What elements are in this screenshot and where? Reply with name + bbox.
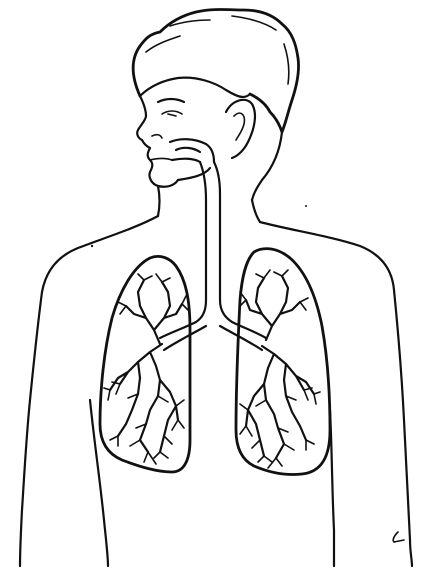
right-shoulder-arm	[260, 222, 412, 566]
oral-passage	[172, 159, 200, 162]
nostril	[152, 135, 162, 138]
back-of-head	[252, 132, 282, 200]
trachea-left-wall	[196, 162, 206, 322]
left-lung-outline	[100, 256, 190, 472]
ear-inner	[234, 113, 244, 140]
left-bronchial-tree	[110, 280, 182, 452]
head	[133, 10, 298, 201]
right-bronchial-tree	[246, 276, 314, 458]
eye	[162, 111, 182, 116]
body-outline	[20, 186, 412, 566]
right-lung	[236, 249, 330, 475]
mouth	[150, 159, 172, 161]
left-lung	[100, 256, 190, 472]
right-bronchial-twigs	[240, 270, 320, 468]
neck-front	[158, 186, 160, 216]
ear	[226, 100, 255, 158]
neck-back	[252, 200, 260, 222]
hairline	[140, 78, 250, 97]
airway	[160, 139, 266, 350]
mouth-hook	[176, 148, 200, 152]
trachea-right-wall	[214, 162, 232, 322]
speck	[305, 205, 307, 207]
speck	[91, 245, 93, 247]
eyebrow	[158, 99, 184, 102]
hand-mark	[393, 532, 404, 542]
left-bronchus-lower	[164, 326, 206, 350]
right-bronchus-lower	[220, 326, 262, 350]
